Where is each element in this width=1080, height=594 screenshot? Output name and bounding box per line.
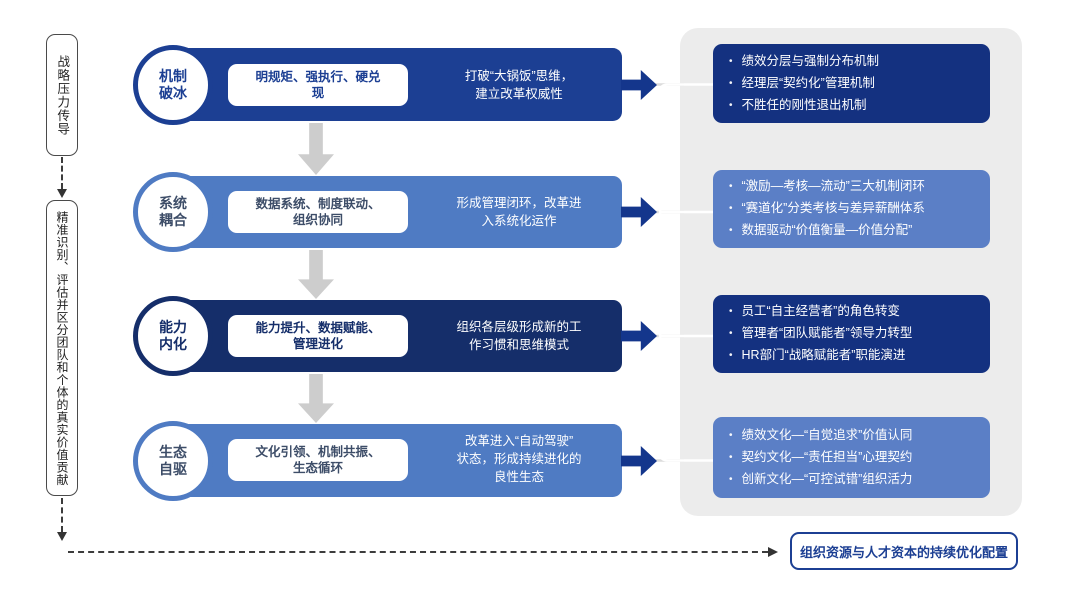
stage-tactic-box-4: 文化引领、机制共振、 生态循环	[228, 439, 408, 481]
down-arrow-icon	[298, 123, 334, 175]
left-rail-label: 战略压力传导	[55, 54, 70, 136]
dashed-connector-vertical-1	[61, 157, 63, 189]
bullet-item: • “赛道化”分类考核与差异薪酬体系	[729, 201, 978, 217]
stage-tactic-box-1: 明规矩、强执行、硬兑 现	[228, 64, 408, 106]
bullet-icon: •	[729, 306, 733, 317]
bullet-icon: •	[729, 451, 733, 463]
bullet-text: 创新文化—“可控试错”组织活力	[741, 471, 913, 486]
bullet-item: • 绩效分层与强制分布机制	[729, 54, 978, 70]
bullet-item: • 经理层“契约化”管理机制	[729, 76, 978, 92]
bullet-text: 员工“自主经营者”的角色转变	[741, 304, 900, 318]
outcome-box-3: • 员工“自主经营者”的角色转变 • 管理者“团队赋能者”领导力转型 • HR部门“战…	[713, 295, 990, 373]
bullet-text: 不胜任的刚性退出机制	[741, 97, 867, 112]
footer-box: 组织资源与人才资本的持续优化配置	[790, 532, 1018, 570]
bullet-item: • 员工“自主经营者”的角色转变	[729, 304, 978, 320]
outcome-box-2: • “激励—考核—流动”三大机制闭环 • “赛道化”分类考核与差异薪酬体系 • 数据驱…	[713, 170, 990, 248]
outcome-box-4: • 绩效文化—“自觉追求”价值认同 • 契约文化—“责任担当”心理契约 • 创新文化—…	[713, 417, 990, 498]
bullet-icon: •	[729, 350, 733, 361]
bullet-text: 经理层“契约化”管理机制	[741, 75, 875, 90]
left-rail-box-strategy: 战略压力传导	[46, 34, 78, 156]
arrowhead-right-icon	[768, 547, 778, 557]
bullet-item: • “激励—考核—流动”三大机制闭环	[729, 179, 978, 195]
bullet-icon: •	[729, 429, 733, 441]
arrowhead-down-icon	[57, 532, 67, 541]
bullet-text: HR部门“战略赋能者”职能演进	[741, 348, 906, 362]
bullet-icon: •	[729, 55, 733, 67]
down-arrow-icon	[298, 374, 334, 423]
bracket-connector	[640, 83, 713, 462]
bullet-text: 绩效文化—“自觉追求”价值认同	[741, 427, 913, 442]
stage-tactic-box-2: 数据系统、制度联动、 组织协同	[228, 191, 408, 233]
left-rail-box-identify: 精准识别、评估并区分团队和个体的真实价值贡献	[46, 200, 78, 496]
stage-outcome-text-3: 组织各层级形成新的工 作习惯和思维模式	[456, 320, 582, 353]
left-rail-label: 精准识别、评估并区分团队和个体的真实价值贡献	[55, 210, 69, 486]
bullet-item: • 契约文化—“责任担当”心理契约	[729, 450, 978, 466]
stage-outcome-text-1: 打破“大锅饭”思维， 建立改革权威性	[464, 69, 574, 102]
bullet-icon: •	[729, 99, 733, 111]
bullet-item: • 不胜任的刚性退出机制	[729, 98, 978, 114]
bullet-text: “赛道化”分类考核与差异薪酬体系	[741, 201, 925, 215]
bullet-icon: •	[729, 328, 733, 339]
bullet-item: • 绩效文化—“自觉追求”价值认同	[729, 428, 978, 444]
bullet-item: • HR部门“战略赋能者”职能演进	[729, 348, 978, 364]
stage-circle-4: 生态 自驱	[133, 421, 213, 501]
dashed-connector-horizontal	[68, 551, 768, 553]
stage-outcome-text-2: 形成管理闭环，改革进 入系统化运作	[456, 196, 582, 229]
bullet-item: • 创新文化—“可控试错”组织活力	[729, 472, 978, 488]
stage-circle-3: 能力 内化	[133, 296, 213, 376]
stage-tactic-box-3: 能力提升、数据赋能、 管理进化	[228, 315, 408, 357]
dashed-connector-vertical-2	[61, 498, 63, 532]
bullet-item: • 管理者“团队赋能者”领导力转型	[729, 326, 978, 342]
bullet-icon: •	[729, 225, 733, 236]
stage-circle-1: 机制 破冰	[133, 45, 213, 125]
arrowhead-down-icon	[57, 189, 67, 198]
bullet-text: 管理者“团队赋能者”领导力转型	[741, 326, 913, 340]
bullet-icon: •	[729, 181, 733, 192]
outcome-box-1: • 绩效分层与强制分布机制 • 经理层“契约化”管理机制 • 不胜任的刚性退出机制	[713, 44, 990, 123]
bullet-text: 绩效分层与强制分布机制	[741, 53, 880, 68]
bullet-icon: •	[729, 203, 733, 214]
stage-circle-2: 系统 耦合	[133, 172, 213, 252]
bullet-icon: •	[729, 473, 733, 485]
bullet-icon: •	[729, 77, 733, 89]
bullet-text: 数据驱动“价值衡量—价值分配”	[741, 223, 913, 237]
bullet-text: “激励—考核—流动”三大机制闭环	[741, 179, 925, 193]
bullet-text: 契约文化—“责任担当”心理契约	[741, 449, 913, 464]
bullet-item: • 数据驱动“价值衡量—价值分配”	[729, 223, 978, 239]
down-arrow-icon	[298, 250, 334, 299]
stage-outcome-text-4: 改革进入“自动驾驶” 状态，形成持续进化的 良性生态	[456, 434, 582, 485]
